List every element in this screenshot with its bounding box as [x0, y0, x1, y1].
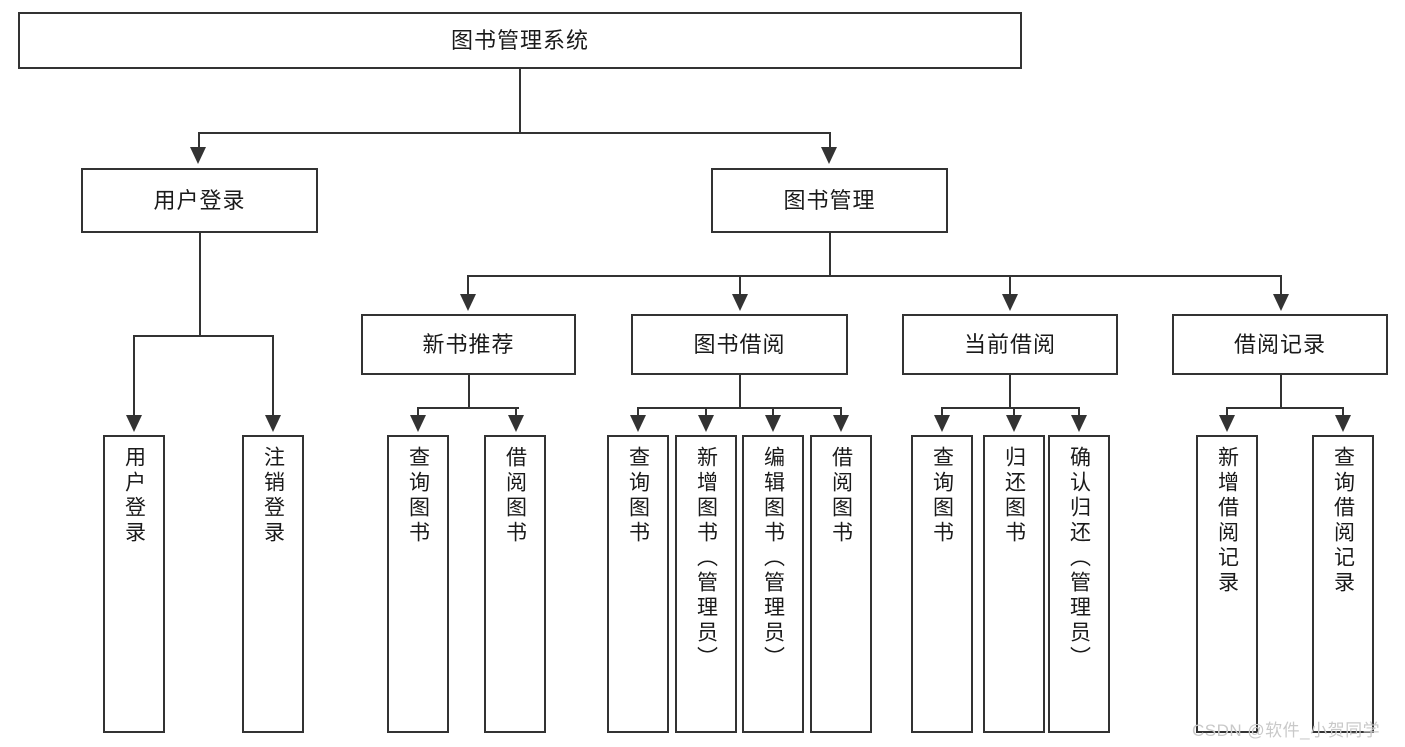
node-leaf-return-book[interactable]: 归还图书	[983, 435, 1045, 733]
connector-user-login-to-leaf-2	[272, 335, 274, 418]
connector-user-login-bar	[133, 335, 273, 337]
connector-bb-leaf-3	[772, 407, 774, 418]
connector-nbr-leaf-2	[515, 407, 517, 418]
connector-to-current-borrow	[1009, 275, 1011, 297]
arrow-bb-leaf-3	[765, 415, 781, 432]
connector-root-to-book-manage	[829, 132, 831, 150]
node-label: 借阅图书	[829, 446, 853, 546]
connector-borrow-record-stem	[1280, 375, 1282, 407]
node-label: 注销登录	[261, 446, 285, 546]
node-user-login[interactable]: 用户登录	[81, 168, 318, 233]
connector-to-book-borrow	[739, 275, 741, 297]
connector-user-login-stem	[199, 233, 201, 335]
node-leaf-add-borrow-record[interactable]: 新增借阅记录	[1196, 435, 1258, 733]
node-label: 归还图书	[1002, 446, 1026, 546]
connector-book-manage-bar	[467, 275, 1281, 277]
node-leaf-user-login[interactable]: 用户登录	[103, 435, 165, 733]
arrow-nbr-leaf-1	[410, 415, 426, 432]
arrow-root-to-book-manage	[821, 147, 837, 164]
arrow-cb-leaf-1	[934, 415, 950, 432]
arrow-cb-leaf-2	[1006, 415, 1022, 432]
connector-current-borrow-bar	[941, 407, 1079, 409]
arrow-root-to-user-login	[190, 147, 206, 164]
arrow-to-new-book-recommend	[460, 294, 476, 311]
connector-cb-leaf-3	[1078, 407, 1080, 418]
arrow-cb-leaf-3	[1071, 415, 1087, 432]
node-label: 图书借阅	[693, 331, 786, 357]
connector-cb-leaf-2	[1013, 407, 1015, 418]
csdn-watermark: CSDN @软件_小贺同学	[1192, 721, 1381, 740]
node-root-system[interactable]: 图书管理系统	[18, 12, 1022, 69]
node-label: 查询图书	[626, 446, 650, 546]
node-book-borrow[interactable]: 图书借阅	[631, 314, 848, 375]
node-label: 新增借阅记录	[1215, 446, 1239, 596]
node-book-manage[interactable]: 图书管理	[711, 168, 948, 233]
connector-book-borrow-bar	[637, 407, 842, 409]
connector-user-login-to-leaf-1	[133, 335, 135, 418]
connector-root-stem	[519, 69, 521, 132]
node-borrow-record[interactable]: 借阅记录	[1172, 314, 1388, 375]
node-label: 查询图书	[406, 446, 430, 546]
node-leaf-borrow-book-recommend[interactable]: 借阅图书	[484, 435, 546, 733]
connector-borrow-record-bar	[1226, 407, 1343, 409]
node-label: 确认归还（管理员）	[1067, 446, 1091, 671]
connector-new-book-recommend-stem	[468, 375, 470, 407]
connector-bb-leaf-4	[840, 407, 842, 418]
node-label: 查询借阅记录	[1331, 446, 1355, 596]
node-leaf-logout[interactable]: 注销登录	[242, 435, 304, 733]
node-label: 编辑图书（管理员）	[761, 446, 785, 671]
connector-br-leaf-2	[1342, 407, 1344, 418]
arrow-to-borrow-record	[1273, 294, 1289, 311]
connector-bb-leaf-2	[705, 407, 707, 418]
node-label: 查询图书	[930, 446, 954, 546]
arrow-bb-leaf-2	[698, 415, 714, 432]
connector-root-bar	[198, 132, 830, 134]
node-label: 新增图书（管理员）	[694, 446, 718, 671]
node-label: 图书管理系统	[450, 27, 589, 53]
arrow-bb-leaf-1	[630, 415, 646, 432]
connector-to-borrow-record	[1280, 275, 1282, 297]
connector-root-to-user-login	[198, 132, 200, 150]
node-label: 新书推荐	[422, 331, 515, 357]
connector-current-borrow-stem	[1009, 375, 1011, 407]
connector-cb-leaf-1	[941, 407, 943, 418]
node-leaf-borrow-book[interactable]: 借阅图书	[810, 435, 872, 733]
arrow-br-leaf-2	[1335, 415, 1351, 432]
arrow-to-current-borrow	[1002, 294, 1018, 311]
arrow-user-login-to-leaf-1	[126, 415, 142, 432]
node-label: 借阅图书	[503, 446, 527, 546]
node-label: 当前借阅	[963, 331, 1056, 357]
connector-book-manage-stem	[829, 233, 831, 275]
node-leaf-query-book-recommend[interactable]: 查询图书	[387, 435, 449, 733]
node-leaf-add-book-admin[interactable]: 新增图书（管理员）	[675, 435, 737, 733]
node-leaf-query-book-current[interactable]: 查询图书	[911, 435, 973, 733]
node-current-borrow[interactable]: 当前借阅	[902, 314, 1118, 375]
node-new-book-recommend[interactable]: 新书推荐	[361, 314, 576, 375]
node-label: 用户登录	[153, 187, 246, 213]
node-leaf-edit-book-admin[interactable]: 编辑图书（管理员）	[742, 435, 804, 733]
node-leaf-confirm-return-admin[interactable]: 确认归还（管理员）	[1048, 435, 1110, 733]
node-leaf-query-borrow-record[interactable]: 查询借阅记录	[1312, 435, 1374, 733]
connector-bb-leaf-1	[637, 407, 639, 418]
node-label: 借阅记录	[1233, 331, 1326, 357]
connector-nbr-leaf-1	[417, 407, 419, 418]
arrow-user-login-to-leaf-2	[265, 415, 281, 432]
connector-new-book-recommend-bar	[417, 407, 519, 409]
arrow-br-leaf-1	[1219, 415, 1235, 432]
arrow-to-book-borrow	[732, 294, 748, 311]
connector-br-leaf-1	[1226, 407, 1228, 418]
node-label: 图书管理	[783, 187, 876, 213]
connector-book-borrow-stem	[739, 375, 741, 407]
node-label: 用户登录	[122, 446, 146, 546]
arrow-nbr-leaf-2	[508, 415, 524, 432]
connector-to-new-book-recommend	[467, 275, 469, 297]
arrow-bb-leaf-4	[833, 415, 849, 432]
node-leaf-query-book-borrow[interactable]: 查询图书	[607, 435, 669, 733]
